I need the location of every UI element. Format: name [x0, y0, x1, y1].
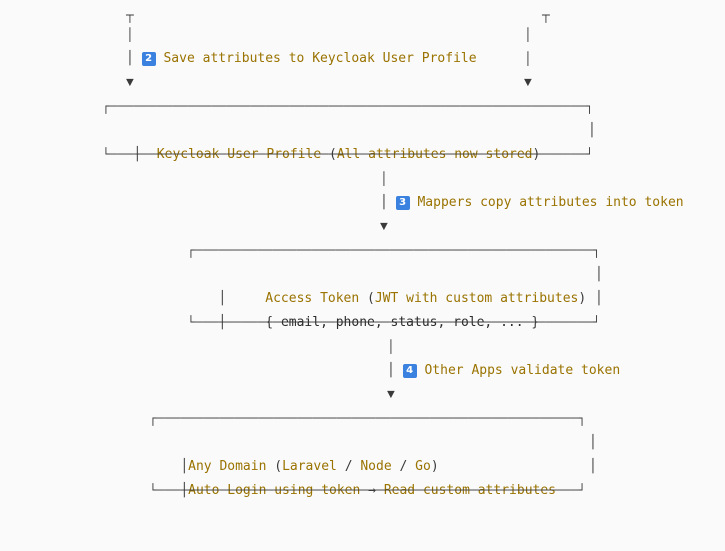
token-box-top: ┌───────────────────────────────────────…: [187, 243, 601, 258]
token-box-line-1: │ Access Token (JWT with custom attribut…: [218, 267, 603, 306]
right-arrow-icon: →: [368, 483, 376, 498]
arrow-4-down-icon: ▼: [387, 387, 395, 402]
flow-diagram: └──────────────────────────────┘ └──────…: [6, 0, 684, 498]
step-4-text: Other Apps validate token: [424, 363, 621, 378]
top-left-box-bottom: └──────────────────────────────┘: [6, 0, 256, 12]
arrow-3-down-icon: ▼: [380, 219, 388, 234]
step-3-text: Mappers copy attributes into token: [417, 195, 684, 210]
step-3-badge-icon: 3: [395, 196, 410, 210]
token-fields: email, phone, status, role, ...: [280, 315, 524, 330]
top-right-box-bottom: └───────────────────────────┘: [420, 0, 646, 12]
right-connector-2: │: [524, 51, 532, 66]
apps-box-top: ┌───────────────────────────────────────…: [149, 411, 586, 426]
right-connector: │: [524, 27, 532, 42]
left-arrow-down-icon: ▼: [126, 75, 134, 90]
apps-framework-laravel: Laravel: [282, 459, 337, 474]
right-arrow-down-icon: ▼: [524, 75, 532, 90]
connector-4: │: [387, 339, 395, 354]
connector-3: │: [380, 171, 388, 186]
profile-box-bottom: └───────────────────────────────────────…: [102, 147, 594, 162]
step-3-label: │ 3 Mappers copy attributes into token: [380, 195, 684, 210]
step-2-label: │ 2 Save attributes to Keycloak User Pro…: [126, 51, 477, 66]
apps-any-domain: Any Domain: [188, 459, 267, 474]
apps-read-attrs: Read custom attributes: [383, 483, 556, 498]
apps-box-bottom: └───────────────────────────────────────…: [149, 483, 586, 498]
profile-box-paren: All attributes now stored: [336, 147, 533, 162]
step-2-text: Save attributes to Keycloak User Profile: [163, 51, 477, 66]
step-4-label: │ 4 Other Apps validate token: [387, 363, 621, 378]
apps-framework-go: Go: [415, 459, 431, 474]
token-box-line-2: │ { email, phone, status, role, ... } │: [218, 291, 603, 330]
step-2-badge-icon: 2: [141, 52, 156, 66]
apps-box-line-1: │Any Domain (Laravel / Node / Go) │: [180, 435, 597, 474]
profile-box-top: ┌───────────────────────────────────────…: [102, 99, 594, 114]
apps-box-line-2: │Auto Login using token → Read custom at…: [180, 459, 597, 498]
left-connector-tick: ┬: [126, 8, 134, 23]
step-4-badge-icon: 4: [402, 364, 417, 378]
token-box-paren: JWT with custom attributes: [374, 291, 579, 306]
token-box-bottom: └───────────────────────────────────────…: [187, 315, 601, 330]
apps-auto-login: Auto Login using token: [188, 483, 361, 498]
profile-box: │ Keycloak User Profile (All attributes …: [133, 123, 596, 162]
apps-framework-node: Node: [360, 459, 392, 474]
right-connector-tick: ┬: [542, 8, 550, 23]
left-connector: │: [126, 27, 134, 42]
token-box-title: Access Token: [265, 291, 360, 306]
profile-box-title: Keycloak User Profile: [156, 147, 322, 162]
